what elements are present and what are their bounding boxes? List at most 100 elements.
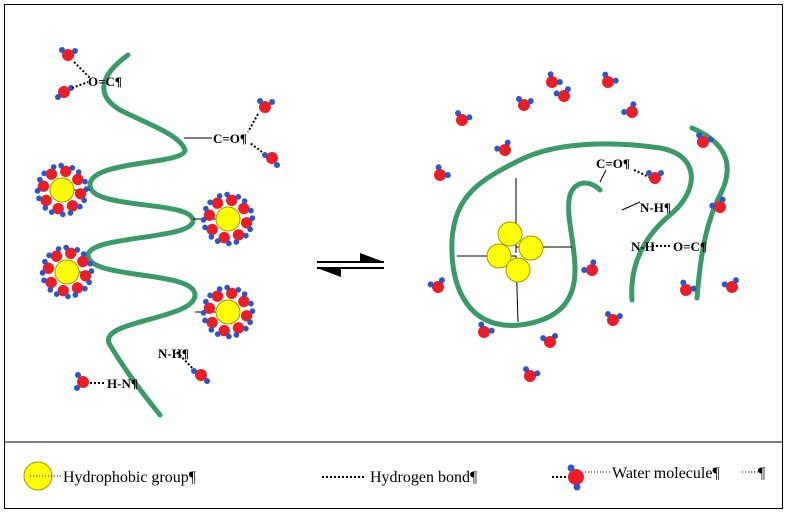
water-molecule [646, 170, 664, 184]
water-molecule [41, 164, 58, 180]
water-molecule [48, 202, 66, 218]
water-molecule [66, 200, 83, 216]
water-molecule [207, 193, 224, 209]
water-molecule [58, 162, 76, 178]
water-molecule [238, 198, 254, 215]
legend-water-label: Water molecule¶ [612, 465, 720, 482]
legend-hydrophobic-label: Hydrophobic group¶ [63, 469, 197, 486]
water-molecule [46, 246, 63, 262]
water-molecule [77, 251, 93, 268]
water-molecule [59, 47, 78, 61]
label-amine-lower: N-H [631, 239, 655, 254]
hydrophobic-group [505, 257, 531, 283]
water-molecule [240, 308, 256, 326]
water-molecule [71, 282, 88, 298]
label-carbonyl: C=O¶ [596, 156, 630, 171]
water-molecule [214, 231, 232, 247]
left-polymer-chain [85, 52, 198, 418]
water-molecule [602, 71, 619, 88]
hydrophobic-cluster [486, 221, 544, 283]
water-molecule [34, 176, 50, 194]
water-molecule [257, 98, 275, 113]
water-molecule [79, 268, 95, 286]
water-molecule [72, 169, 88, 186]
water-molecule [202, 316, 218, 333]
hydrophobic-group-icon [23, 461, 53, 491]
left-unfolded-chain: O=C¶ C=O¶ N-H¶ H-N¶ [34, 47, 280, 418]
hydrophobic-group [518, 235, 544, 261]
hydrophobic-group [497, 221, 523, 247]
water-molecule [478, 321, 495, 338]
water-molecule [74, 372, 89, 391]
water-molecule [434, 164, 451, 181]
right-polymer-tail [689, 125, 730, 301]
water-molecule [53, 284, 71, 300]
legend-water: Water molecule¶ ¶ [552, 464, 766, 491]
water-molecule [240, 215, 256, 233]
hydrophobic-group [49, 177, 75, 203]
water-molecule [207, 286, 224, 302]
label-amine-bottom: H-N¶ [107, 376, 138, 391]
hydrated-hydrophobic-group [34, 162, 90, 218]
sidechain-line [621, 201, 641, 211]
water-molecule [39, 258, 55, 276]
hydrated-hydrophobic-group [39, 244, 95, 300]
water-molecule-icon [567, 464, 584, 491]
hydrophobic-group [215, 206, 241, 232]
water-molecule [36, 194, 52, 211]
equilibrium-arrows-icon [317, 253, 384, 277]
water-molecule [621, 101, 638, 118]
legend-hydrophobic: Hydrophobic group¶ [23, 461, 197, 491]
label-carbonyl-bridge: O=C¶ [673, 239, 707, 254]
water-molecule [202, 223, 218, 240]
water-molecule [224, 284, 242, 300]
water-molecule [427, 277, 445, 293]
water-molecule [63, 244, 81, 260]
water-molecule [540, 333, 559, 348]
label-carbonyl-top: O=C¶ [88, 74, 122, 89]
water-molecule [232, 322, 249, 338]
water-molecule [74, 186, 90, 204]
hydrophobic-group [54, 259, 80, 285]
water-molecule [680, 279, 697, 296]
water-molecule [200, 205, 216, 223]
label-amine-upper: N-H¶ [640, 200, 671, 215]
water-molecule [546, 71, 563, 88]
right-polymer-chain [449, 141, 694, 328]
legend-hbond: Hydrogen bond¶ [322, 469, 478, 486]
label-carbonyl-right: C=O¶ [213, 131, 247, 146]
legend-hbond-label: Hydrogen bond¶ [370, 469, 478, 486]
water-molecule [191, 368, 210, 384]
figure-frame [4, 4, 783, 509]
hydrogen-bond [176, 351, 197, 373]
water-molecule [515, 96, 534, 111]
water-molecule [214, 324, 232, 340]
hydrogen-bond [247, 113, 259, 133]
legend-water-tail: ¶ [758, 465, 766, 482]
hydrated-hydrophobic-group [200, 284, 256, 340]
right-folded-chain: C=O¶ N-H¶ N-H O=C¶ [427, 71, 739, 382]
water-molecule [55, 85, 74, 100]
hydrogen-bond [71, 81, 89, 89]
legend: Hydrophobic group¶ Hydrogen bond¶ Water … [23, 461, 766, 491]
water-molecule [262, 152, 280, 168]
water-molecule [41, 276, 57, 293]
water-molecule [523, 366, 541, 382]
water-molecule [224, 191, 242, 207]
water-molecule [604, 311, 623, 326]
hydrated-hydrophobic-group [200, 191, 256, 247]
water-molecule [232, 229, 249, 245]
hydrophobic-group [215, 299, 241, 325]
label-amine-lower: N-H¶ [158, 346, 189, 361]
water-molecule [553, 86, 571, 102]
hydrogen-bond [249, 142, 263, 153]
water-molecule [494, 139, 511, 156]
water-molecule [721, 277, 739, 293]
water-molecule [709, 196, 726, 213]
hydrogen-bond [633, 169, 652, 179]
water-molecule [581, 259, 598, 276]
water-molecule [200, 298, 216, 316]
hydrophobic-group [486, 243, 512, 269]
water-molecule [696, 132, 714, 148]
